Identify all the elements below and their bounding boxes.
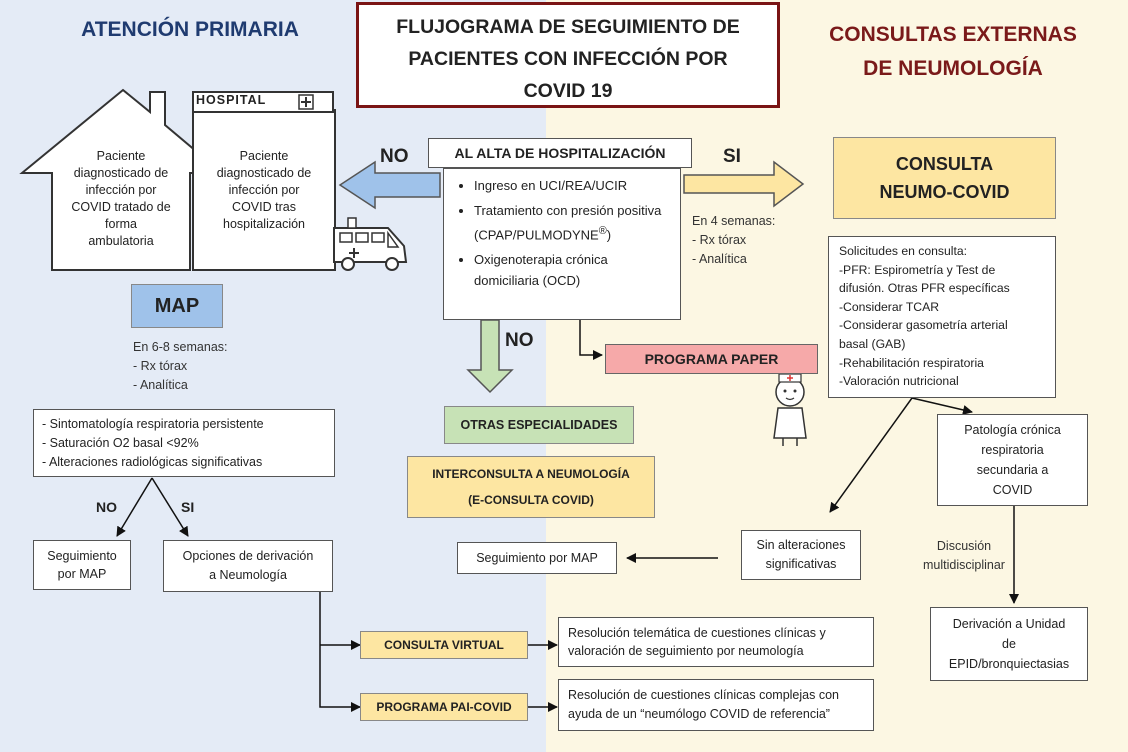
- hospital-sign-label: HOSPITAL: [196, 93, 267, 107]
- criteria-item: Oxigenoterapia crónica domiciliaria (OCD…: [474, 249, 674, 291]
- followup-line: - Rx tórax: [692, 233, 747, 247]
- solicitud-line: -PFR: Espirometría y Test de: [839, 262, 996, 277]
- sin-alteraciones-line: Sin alteraciones: [756, 538, 846, 552]
- hospital-line: diagnosticado de: [216, 166, 312, 180]
- hospital-line: Paciente: [239, 149, 289, 163]
- alta-criteria-box: Ingreso en UCI/REA/UCIR Tratamiento con …: [443, 168, 681, 320]
- interconsulta-box: INTERCONSULTA A NEUMOLOGÍA (E-CONSULTA C…: [407, 456, 655, 518]
- flowchart-title: FLUJOGRAMA DE SEGUIMIENTO DE PACIENTES C…: [356, 2, 780, 108]
- house-line: infección por: [85, 183, 157, 197]
- house-line: ambulatoria: [88, 234, 154, 248]
- house-text: Paciente diagnosticado de infección por …: [52, 148, 190, 250]
- hospital-line: COVID tras: [232, 200, 296, 214]
- nurse-illustration: [773, 373, 807, 446]
- title-line-1: FLUJOGRAMA DE SEGUIMIENTO DE: [396, 16, 740, 38]
- label-no-down: NO: [505, 330, 534, 351]
- hospital-line: hospitalización: [223, 217, 305, 231]
- programa-pai-covid-box: PROGRAMA PAI-COVID: [360, 693, 528, 721]
- arrow-left-no: [338, 160, 441, 210]
- discusion-line: Discusión: [936, 539, 992, 553]
- derivacion-line: de: [1002, 637, 1016, 651]
- criteria-item: Tratamiento con presión positiva(CPAP/PU…: [474, 200, 674, 245]
- desc-line: Resolución de cuestiones clínicas comple…: [568, 688, 839, 702]
- header-pulmonology-line-2: DE NEUMOLOGÍA: [863, 57, 1043, 80]
- discusion-label: Discusión multidisciplinar: [914, 537, 1014, 575]
- followup-line: - Analítica: [133, 378, 188, 392]
- solicitud-line: Solicitudes en consulta:: [839, 244, 968, 258]
- solicitud-line: basal (GAB): [839, 336, 906, 351]
- header-pulmonology-line-1: CONSULTAS EXTERNAS: [829, 23, 1077, 46]
- symptom-line: - Sintomatología respiratoria persistent…: [42, 417, 264, 431]
- programa-paper-box: PROGRAMA PAPER: [605, 344, 818, 374]
- seguimiento-line: por MAP: [57, 567, 107, 581]
- consulta-virtual-desc: Resolución telemática de cuestiones clín…: [558, 617, 874, 667]
- derivacion-line: EPID/bronquiectasias: [948, 657, 1070, 671]
- consulta-line: CONSULTA: [895, 154, 994, 174]
- house-line: forma: [105, 217, 137, 231]
- neumo-followup: En 4 semanas: - Rx tórax - Analítica: [692, 212, 775, 269]
- house-line: Paciente: [96, 149, 146, 163]
- derivacion-epid-box: Derivación a Unidad de EPID/bronquiectas…: [930, 607, 1088, 681]
- consulta-virtual-box: CONSULTA VIRTUAL: [360, 631, 528, 659]
- solicitud-line: -Valoración nutricional: [839, 374, 959, 389]
- derivacion-line: Derivación a Unidad: [952, 617, 1066, 631]
- consulta-neumo-covid-box: CONSULTA NEUMO-COVID: [833, 137, 1056, 219]
- patologia-line: Patología crónica: [964, 423, 1061, 437]
- hospital-sign: [192, 91, 334, 113]
- ambulance-icon: [333, 217, 408, 271]
- followup-line: - Rx tórax: [133, 359, 188, 373]
- title-line-3: COVID 19: [523, 80, 613, 102]
- followup-line: - Analítica: [692, 252, 747, 266]
- header-primary-care: ATENCIÓN PRIMARIA: [81, 18, 299, 41]
- solicitud-line: difusión. Otras PFR específicas: [839, 281, 1010, 296]
- opciones-derivacion-box: Opciones de derivación a Neumología: [163, 540, 333, 592]
- desc-line: valoración de seguimiento por neumología: [568, 644, 804, 658]
- symptoms-box: - Sintomatología respiratoria persistent…: [33, 409, 335, 477]
- hospital-line: infección por: [228, 183, 300, 197]
- followup-line: En 6-8 semanas:: [133, 340, 228, 354]
- label-no-bottom: NO: [96, 499, 117, 515]
- title-line-2: PACIENTES CON INFECCIÓN POR: [408, 48, 728, 70]
- map-box: MAP: [131, 284, 223, 328]
- otras-especialidades-box: OTRAS ESPECIALIDADES: [444, 406, 634, 444]
- solicitudes-box: Solicitudes en consulta: -PFR: Espiromet…: [828, 236, 1056, 398]
- desc-line: ayuda de un “neumólogo COVID de referenc…: [568, 707, 830, 721]
- opciones-line: Opciones de derivación: [182, 549, 314, 563]
- discusion-line: multidisciplinar: [923, 558, 1005, 572]
- consulta-line: NEUMO-COVID: [879, 182, 1010, 202]
- sin-alteraciones-line: significativas: [765, 557, 837, 571]
- interconsulta-line: INTERCONSULTA A NEUMOLOGÍA: [432, 467, 630, 481]
- pai-covid-desc: Resolución de cuestiones clínicas comple…: [558, 679, 874, 731]
- symptom-line: - Saturación O2 basal <92%: [42, 436, 199, 450]
- house-line: diagnosticado de: [73, 166, 169, 180]
- symptom-line: - Alteraciones radiológicas significativ…: [42, 455, 263, 469]
- arrow-right-si: [683, 160, 805, 208]
- patologia-line: COVID: [992, 483, 1033, 497]
- alta-hospitalizacion-label: AL ALTA DE HOSPITALIZACIÓN: [428, 138, 692, 168]
- seguimiento-line: Seguimiento: [47, 549, 117, 563]
- patologia-cronica-box: Patología crónica respiratoria secundari…: [937, 414, 1088, 506]
- arrow-down-no: [466, 319, 514, 394]
- map-followup: En 6-8 semanas: - Rx tórax - Analítica: [133, 338, 228, 395]
- seguimiento-map-box: Seguimiento por MAP: [33, 540, 131, 590]
- label-no-left: NO: [380, 146, 409, 167]
- label-si-bottom: SI: [181, 499, 195, 515]
- criteria-item: Ingreso en UCI/REA/UCIR: [474, 175, 674, 196]
- patologia-line: respiratoria: [981, 443, 1044, 457]
- sin-alteraciones-box: Sin alteraciones significativas: [741, 530, 861, 580]
- patologia-line: secundaria a: [976, 463, 1049, 477]
- solicitud-line: -Considerar gasometría arterial: [839, 318, 1008, 333]
- solicitud-line: -Rehabilitación respiratoria: [839, 355, 984, 370]
- hospital-text: Paciente diagnosticado de infección por …: [196, 148, 332, 233]
- solicitud-line: -Considerar TCAR: [839, 299, 940, 314]
- label-si-right: SI: [723, 146, 741, 167]
- seguimiento-map-2-box: Seguimiento por MAP: [457, 542, 617, 574]
- desc-line: Resolución telemática de cuestiones clín…: [568, 626, 826, 640]
- followup-line: En 4 semanas:: [692, 214, 776, 228]
- interconsulta-line: (E-CONSULTA COVID): [468, 493, 594, 507]
- house-line: COVID tratado de: [71, 200, 171, 214]
- opciones-line: a Neumología: [209, 568, 287, 582]
- header-pulmonology: CONSULTAS EXTERNAS DE NEUMOLOGÍA: [808, 18, 1098, 86]
